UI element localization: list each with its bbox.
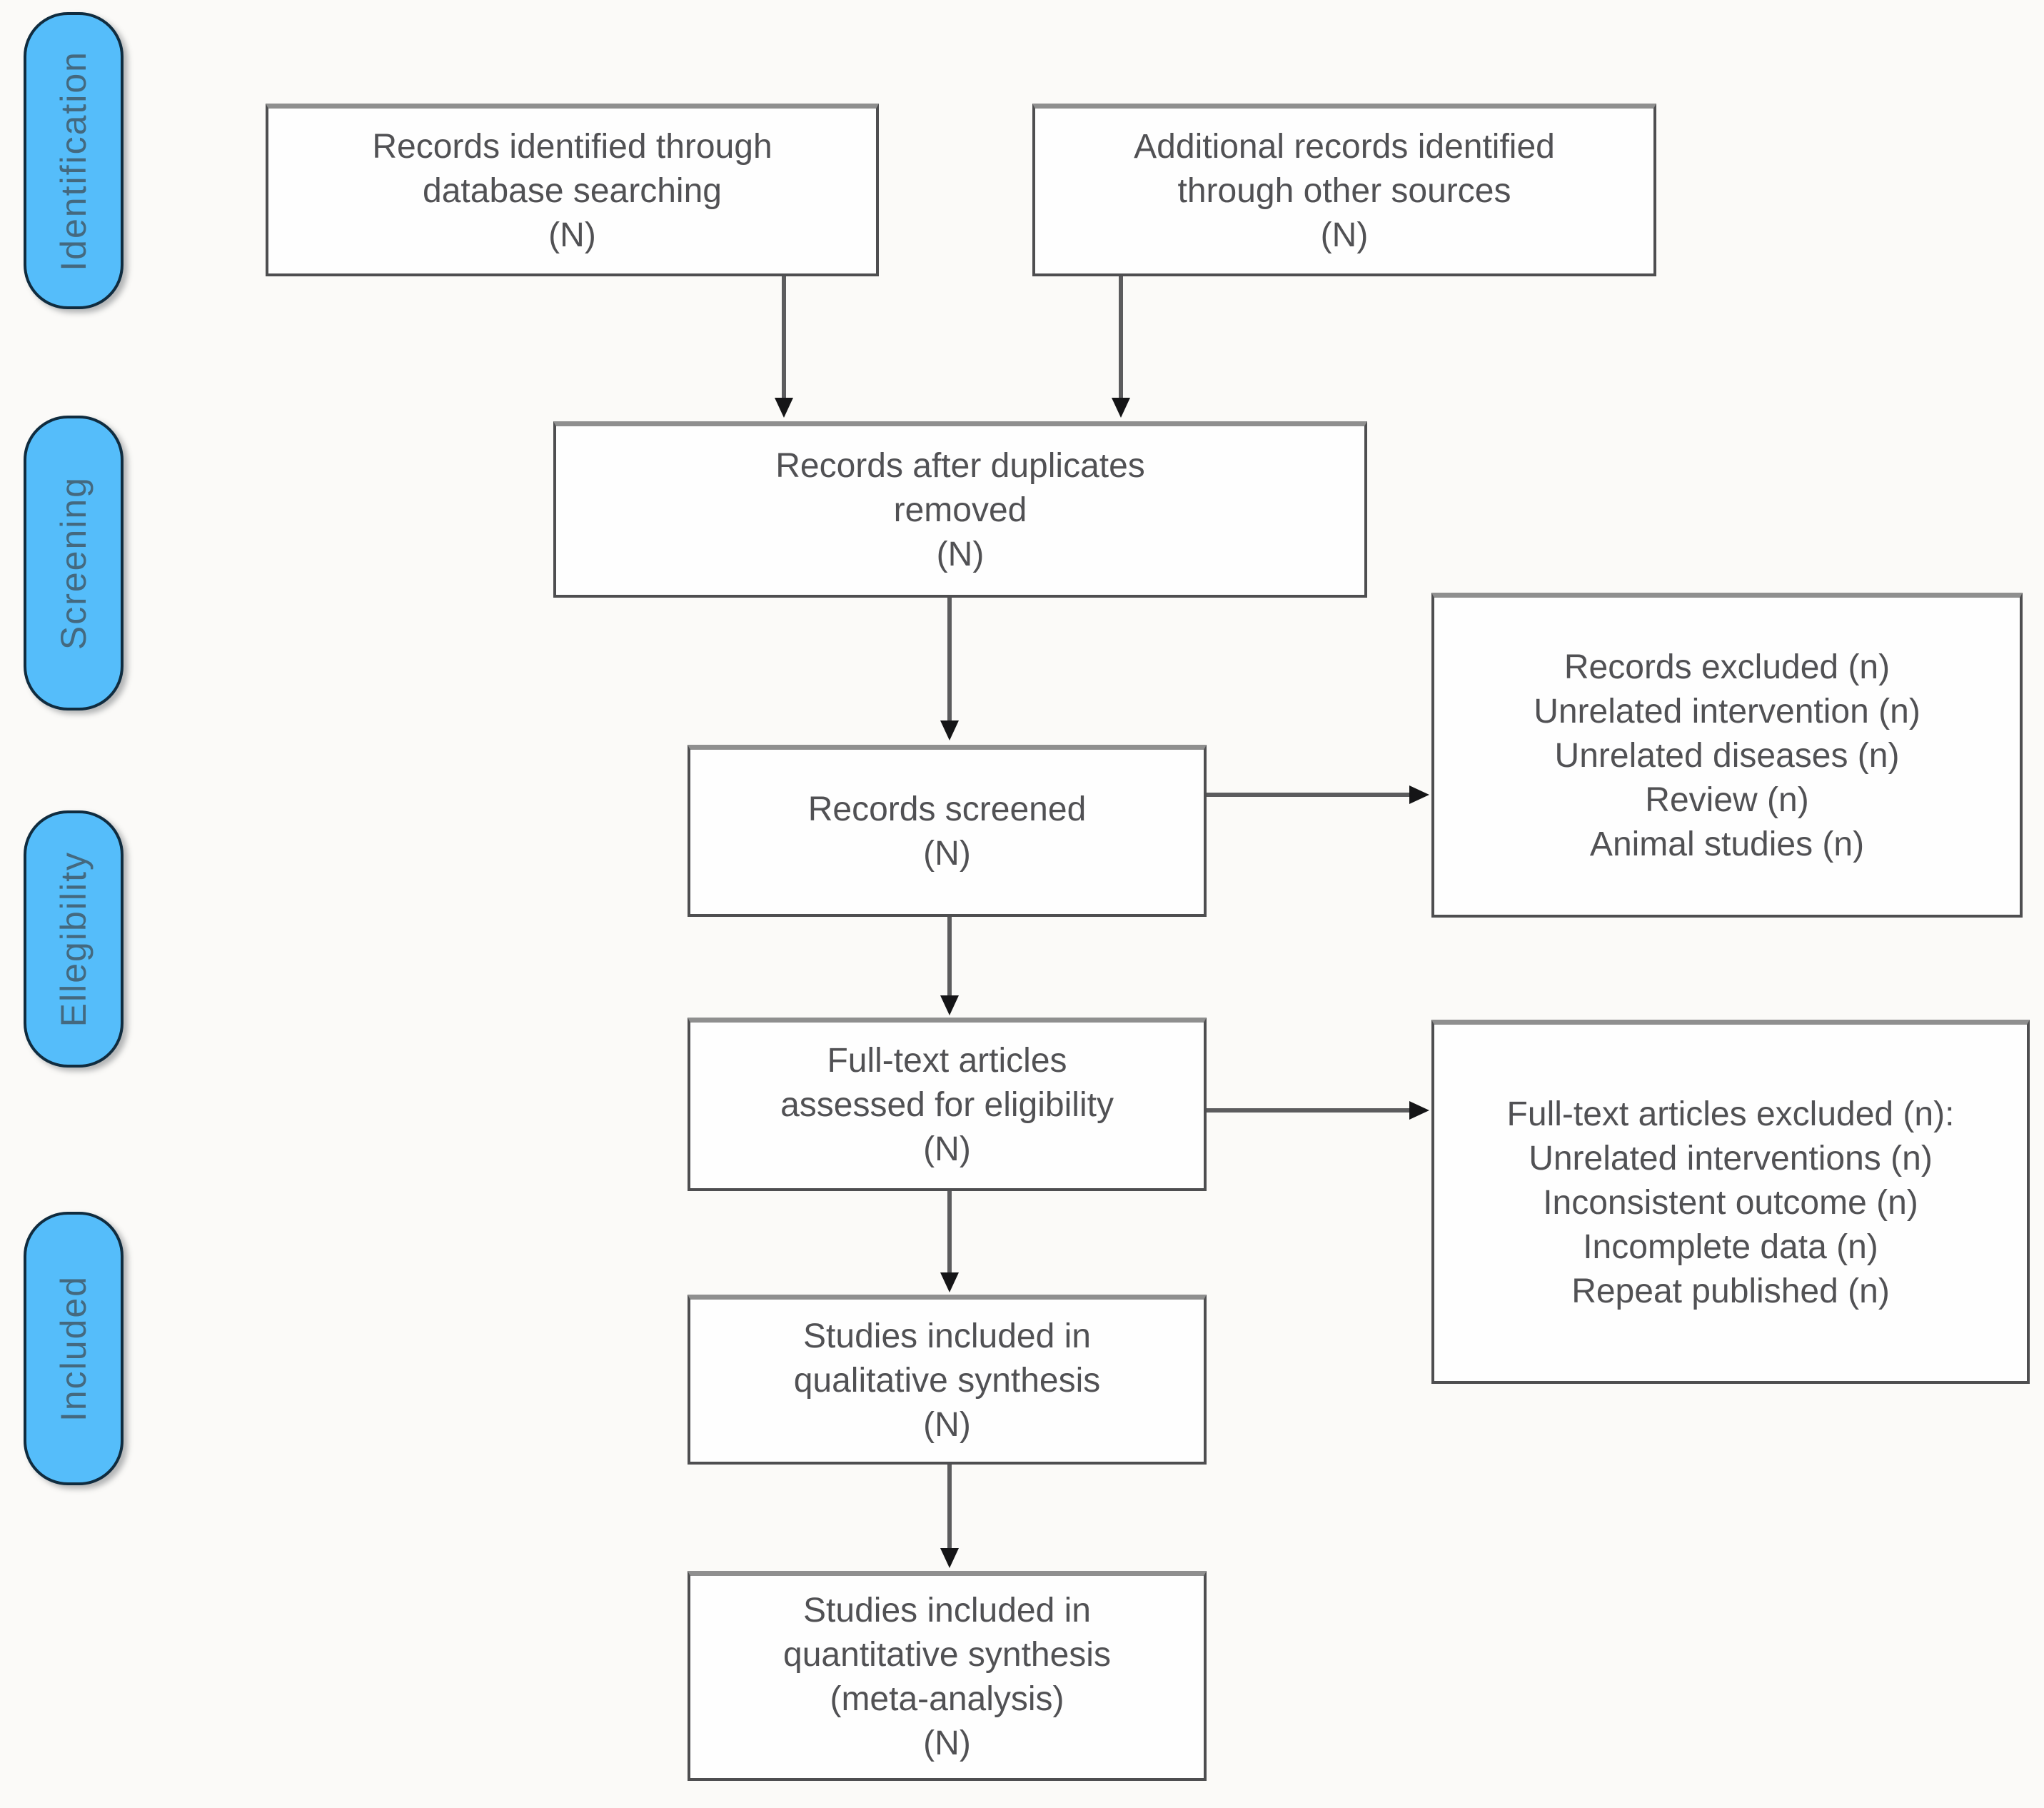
connector-line [782, 276, 786, 399]
box-text-line: qualitative synthesis [793, 1361, 1101, 1400]
box-text-line: (N) [548, 216, 596, 254]
box-text-line: assessed for eligibility [780, 1086, 1114, 1124]
box-text-line: Unrelated intervention (n) [1534, 693, 1920, 730]
box-text-line: Records after duplicates [775, 447, 1145, 485]
box-text-line: (meta-analysis) [830, 1679, 1064, 1718]
box-text-line: database searching [423, 171, 722, 210]
stage-label-screening: Screening [54, 476, 94, 651]
box-text-line: through other sources [1177, 171, 1511, 210]
box-text-line: removed [893, 491, 1027, 529]
arrowhead-down-icon [940, 720, 959, 740]
box-records-excluded: Records excluded (n) Unrelated intervent… [1431, 593, 2023, 918]
stage-label-eligibility: Ellegibility [54, 850, 94, 1028]
stage-label-identification: Identification [54, 50, 94, 271]
box-text-line: Inconsistent outcome (n) [1543, 1183, 1918, 1222]
box-text-line: Additional records identified [1134, 127, 1555, 166]
box-text-line: Full-text articles [827, 1042, 1067, 1080]
box-records-identified: Records identified through database sear… [266, 104, 879, 276]
arrowhead-down-icon [1112, 398, 1130, 418]
box-text-line: Repeat published (n) [1571, 1272, 1890, 1310]
box-text-line: (N) [923, 1405, 971, 1444]
box-additional-records: Additional records identified through ot… [1032, 104, 1656, 276]
stage-pill-included: Included [24, 1212, 124, 1485]
arrowhead-down-icon [940, 1548, 959, 1568]
stage-pill-eligibility: Ellegibility [24, 810, 124, 1068]
box-text-line: Unrelated interventions (n) [1529, 1139, 1933, 1177]
arrowhead-down-icon [775, 398, 793, 418]
stage-pill-screening: Screening [24, 416, 124, 710]
box-text-line: (N) [936, 536, 985, 573]
box-quantitative-synthesis: Studies included in quantitative synthes… [688, 1571, 1207, 1781]
box-text-line: Animal studies (n) [1589, 825, 1865, 863]
box-after-duplicates: Records after duplicates removed (N) [553, 421, 1367, 598]
box-qualitative-synthesis: Studies included in qualitative synthesi… [688, 1295, 1207, 1465]
box-text-line: (N) [1320, 216, 1369, 254]
box-text-line: (N) [923, 835, 971, 873]
arrowhead-down-icon [940, 995, 959, 1015]
connector-line [1207, 793, 1409, 797]
box-text-line: Unrelated diseases (n) [1554, 737, 1900, 775]
arrowhead-down-icon [940, 1272, 959, 1292]
box-fulltext-excluded: Full-text articles excluded (n): Unrelat… [1431, 1020, 2030, 1384]
box-text-line: quantitative synthesis [783, 1635, 1111, 1674]
box-text-line: Records identified through [372, 127, 772, 166]
box-text-line: Review (n) [1645, 781, 1809, 819]
box-text-line: Full-text articles excluded (n): [1506, 1095, 1955, 1133]
connector-line [947, 917, 952, 997]
box-text-line: Studies included in [803, 1591, 1091, 1629]
stage-pill-identification: Identification [24, 12, 124, 309]
box-text-line: (N) [923, 1724, 971, 1762]
box-text-line: (N) [923, 1130, 971, 1168]
stage-label-included: Included [54, 1275, 94, 1422]
arrowhead-right-icon [1409, 785, 1429, 804]
box-text-line: Studies included in [803, 1317, 1091, 1355]
connector-line [947, 598, 952, 722]
connector-line [1119, 276, 1123, 399]
box-text-line: Records excluded (n) [1564, 648, 1891, 686]
connector-line [1207, 1108, 1409, 1113]
box-fulltext-assessed: Full-text articles assessed for eligibil… [688, 1018, 1207, 1191]
box-text-line: Incomplete data (n) [1583, 1227, 1878, 1266]
connector-line [947, 1191, 952, 1274]
box-records-screened: Records screened (N) [688, 745, 1207, 917]
arrowhead-right-icon [1409, 1101, 1429, 1120]
box-text-line: Records screened [807, 790, 1087, 828]
connector-line [947, 1465, 952, 1550]
